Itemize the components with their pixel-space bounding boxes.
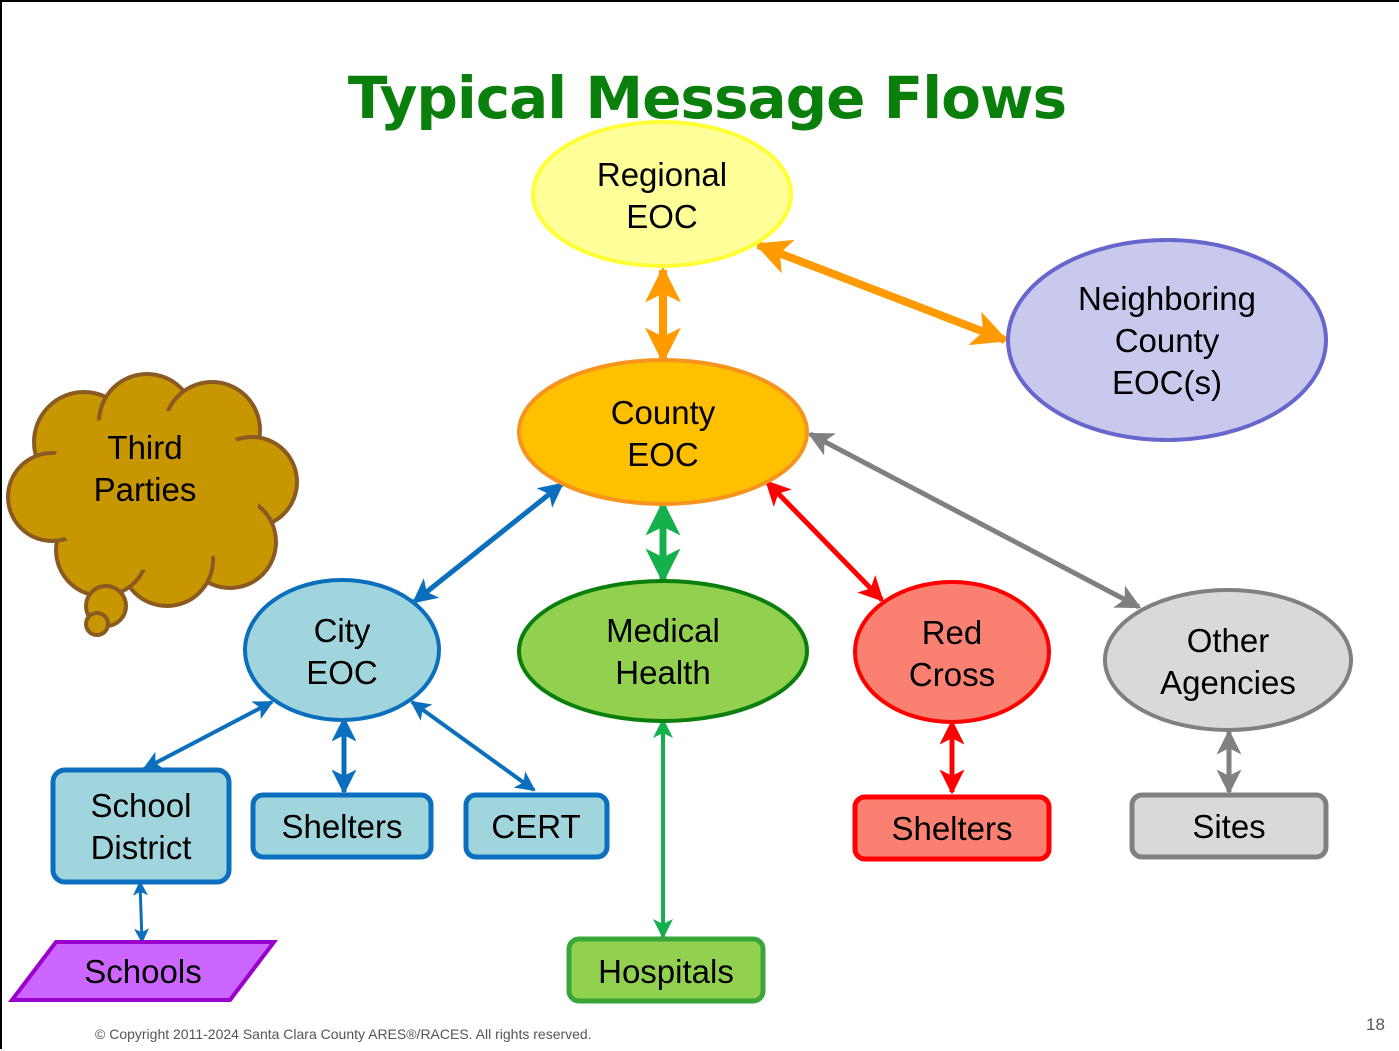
svg-text:Sites: Sites <box>1192 808 1265 845</box>
arrow-county-redcross <box>765 480 884 602</box>
svg-text:Shelters: Shelters <box>891 810 1012 847</box>
red-cross-shelters-node: Shelters <box>852 794 1052 862</box>
sites-node: Sites <box>1129 792 1329 860</box>
schools-node: Schools <box>7 940 279 1002</box>
svg-text:Shelters: Shelters <box>281 808 402 845</box>
cert-node: CERT <box>463 792 610 860</box>
svg-text:CERT: CERT <box>491 808 580 845</box>
arrow-school-district-schools <box>132 880 150 944</box>
arrow-county-city <box>412 482 564 604</box>
copyright-notice: © Copyright 2011-2024 Santa Clara County… <box>95 1026 592 1042</box>
arrow-regional-neighboring <box>754 239 1009 346</box>
hospitals-node: Hospitals <box>566 936 766 1004</box>
arrow-city-cert <box>410 700 536 792</box>
svg-text:Hospitals: Hospitals <box>598 953 734 990</box>
arrow-city-school-district <box>142 700 274 771</box>
city-shelters-node: Shelters <box>250 792 434 860</box>
svg-text:Schools: Schools <box>84 953 201 990</box>
arrow-county-other <box>807 431 1142 610</box>
slide-title: Typical Message Flows <box>347 64 1067 132</box>
page-number: 18 <box>1366 1015 1385 1034</box>
